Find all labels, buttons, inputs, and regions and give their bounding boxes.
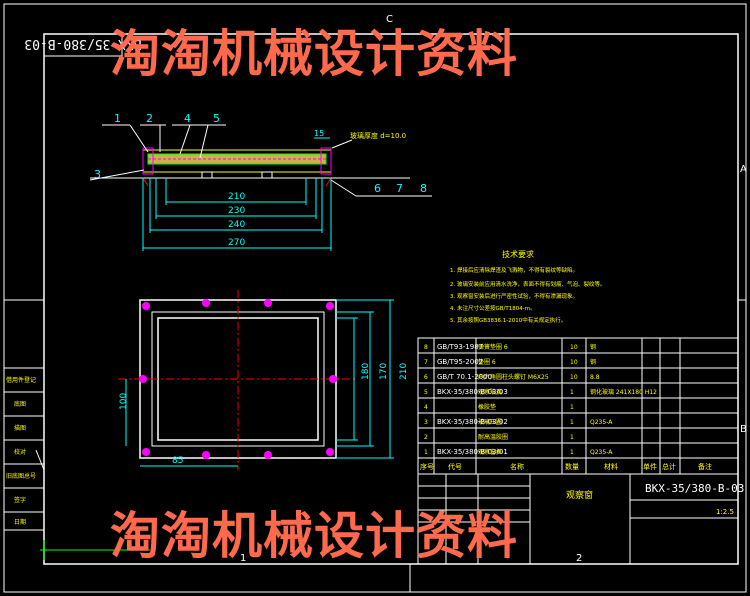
bom-h-mat: 材料 — [604, 462, 618, 471]
left-row-3: 校对 — [14, 448, 26, 456]
grid-number-2: 2 — [576, 553, 582, 564]
dim-v-180: 180 — [361, 363, 371, 380]
dim-h-85: 85 — [172, 456, 183, 466]
bom-h-name: 名称 — [510, 462, 524, 471]
dim-v-170: 170 — [379, 363, 389, 380]
bom-row-7-no: 7 — [424, 359, 428, 366]
dim-v-210: 210 — [399, 363, 409, 380]
bom-row-5-no: 5 — [424, 389, 428, 396]
bom-h-qty: 数量 — [565, 462, 579, 471]
bom-row-2-no: 2 — [424, 434, 428, 441]
balloon-4: 4 — [184, 112, 191, 125]
section-view: 1 2 4 5 3 6 7 8 玻璃厚度 d=10.0 15 210 230 2… — [89, 112, 432, 251]
bom-row-1-no: 1 — [424, 449, 428, 456]
left-row-6: 日期 — [14, 518, 26, 526]
bom-row-2-name: 耐高温胶圈 — [478, 433, 508, 441]
bom-row-1-mat: Q235-A — [590, 449, 613, 456]
bom-row-5-name: 观察玻璃 — [478, 388, 502, 396]
title-part-name: 观察窗 — [566, 489, 593, 501]
bom-row-4-qty: 1 — [570, 404, 574, 411]
bom-h-remark: 备注 — [698, 462, 712, 471]
grid-letter-b: B — [740, 424, 747, 435]
left-row-2: 描图 — [14, 424, 26, 432]
dim-270: 270 — [228, 238, 245, 248]
bom-row-6-code: GB/T 70.1-2000 — [437, 373, 492, 381]
bom-row-6-no: 6 — [424, 374, 428, 381]
dim-v-100: 100 — [119, 393, 129, 410]
bom-row-4-no: 4 — [424, 404, 428, 411]
dim-15: 15 — [314, 129, 324, 138]
tech-req-1: 1. 焊接后应清除焊渣及飞溅物，不得有裂纹等缺陷。 — [450, 266, 578, 274]
bom-row-8-qty: 10 — [570, 344, 578, 351]
bom-row-1-code: BKX-35/380-B-03/01 — [437, 448, 508, 456]
balloon-5: 5 — [213, 112, 220, 125]
bom-row-6-name: 内六角圆柱头螺钉 M6X25 — [478, 373, 549, 381]
title-block: BKX-35/380-B-03 观察窗 1:2.5 — [417, 473, 744, 565]
watermark-bottom: 淘淘机械设计资料 — [110, 506, 518, 565]
balloon-7: 7 — [396, 182, 403, 195]
bom-row-8-code: GB/T93-1987 — [437, 343, 483, 351]
frame-border — [43, 33, 739, 565]
balloon-6: 6 — [374, 182, 381, 195]
tech-req-5: 5. 其余按照GB3836.1-2010中有关规定执行。 — [450, 316, 566, 324]
bom-row-3-name: 玻璃压圈 — [478, 418, 502, 426]
bom-row-3-code: BKX-35/380-B-03/02 — [437, 418, 508, 426]
bom-h-total: 总计 — [662, 462, 676, 471]
bom-row-7-mat: 钢 — [590, 358, 596, 366]
bom-row-5-code: BKX-35/380-B-03/03 — [437, 388, 508, 396]
bom-row-6-qty: 10 — [570, 374, 578, 381]
left-row-4: 旧底图总号 — [6, 472, 36, 480]
bom-row-7-qty: 10 — [570, 359, 578, 366]
grid-letter-a: A — [740, 164, 747, 175]
bom-row-1-name: 观察窗框 — [478, 448, 502, 456]
grid-letter-c: C — [386, 14, 393, 25]
grid-number-1: 1 — [240, 553, 246, 564]
bom-row-6-mat: 8.8 — [590, 374, 600, 381]
left-table: 借用件登记 底图 描图 校对 旧底图总号 签字 日期 — [3, 367, 150, 560]
tech-req-3: 3. 观察窗安装后进行严密性试验，不得有渗漏现象。 — [450, 292, 578, 300]
left-row-1: 底图 — [14, 400, 26, 408]
bom-row-8-name: 弹簧垫圈 6 — [478, 343, 508, 351]
bom-h-code: 代号 — [448, 462, 462, 471]
bom-row-5-mat: 钢化玻璃 241X180 H12 — [590, 388, 657, 396]
balloon-8: 8 — [420, 182, 427, 195]
balloon-1: 1 — [114, 112, 121, 125]
code-rotated: BKX-35/380-B-03 — [24, 36, 141, 51]
plan-view: 180 170 210 100 85 — [118, 290, 409, 470]
bom-row-8-no: 8 — [424, 344, 428, 351]
tech-requirements: 技术要求 1. 焊接后应清除焊渣及飞溅物，不得有裂纹等缺陷。 2. 玻璃安装前应… — [450, 249, 606, 324]
left-row-0: 借用件登记 — [6, 376, 36, 384]
dim-240: 240 — [228, 220, 245, 230]
bom-row-1-qty: 1 — [570, 449, 574, 456]
bom-row-8-mat: 钢 — [590, 343, 596, 351]
sheet-border — [3, 3, 747, 593]
title-scale: 1:2.5 — [716, 508, 734, 516]
watermark-top: 淘淘机械设计资料 — [110, 24, 518, 83]
tech-req-2: 2. 玻璃安装前应用清水洗净，表面不得有划痕、气泡、裂纹等。 — [450, 280, 606, 288]
glass-thickness-note: 玻璃厚度 d=10.0 — [350, 131, 406, 140]
title-code: BKX-35/380-B-03 — [645, 482, 744, 495]
bom-row-7-code: GB/T95-2002 — [437, 358, 483, 366]
balloon-2: 2 — [146, 112, 153, 125]
bom-h-no: 序号 — [420, 462, 434, 471]
dim-210: 210 — [228, 192, 245, 202]
left-row-5: 签字 — [14, 496, 26, 504]
tech-req-4: 4. 未注尺寸公差按GB/T1804-m。 — [450, 304, 536, 312]
bom-row-4-name: 橡胶垫 — [478, 403, 496, 411]
tech-req-title: 技术要求 — [502, 249, 534, 259]
code-box-rotated — [43, 33, 123, 57]
bom-row-7-name: 垫圈 6 — [478, 358, 496, 366]
bom-row-5-qty: 1 — [570, 389, 574, 396]
balloon-3: 3 — [94, 168, 101, 181]
bom-row-3-mat: Q235-A — [590, 419, 613, 426]
bom-h-unit: 单件 — [643, 462, 657, 471]
bom-row-3-no: 3 — [424, 419, 428, 426]
bom-row-2-qty: 1 — [570, 434, 574, 441]
dim-230: 230 — [228, 206, 245, 216]
bom-row-3-qty: 1 — [570, 419, 574, 426]
